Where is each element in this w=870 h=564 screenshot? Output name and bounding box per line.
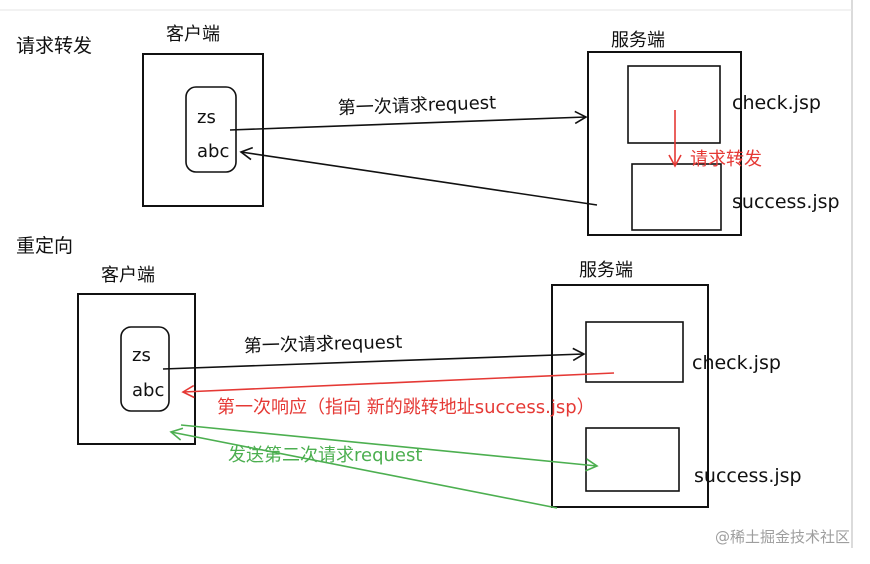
forward-client-title: 客户端 — [166, 24, 220, 45]
forward-client-box — [142, 53, 264, 207]
redirect-client-box — [77, 293, 196, 445]
forward-server-title: 服务端 — [611, 30, 665, 51]
redirect-success-page-label: success.jsp — [694, 465, 802, 487]
forward-internal-label: 请求转发 — [690, 149, 762, 170]
forward-request-arrow — [229, 110, 588, 131]
forward-success-page-label: success.jsp — [732, 191, 840, 213]
redirect-second-request-label: 发送第二次请求request — [228, 445, 422, 466]
redirect-pass-field: abc — [132, 380, 164, 401]
forward-section-label: 请求转发 — [16, 35, 92, 57]
watermark-text: @稀土掘金技术社区 — [715, 528, 850, 546]
forward-request-label: 第一次请求request — [337, 92, 496, 119]
redirect-success-box — [585, 427, 680, 492]
redirect-check-page-label: check.jsp — [692, 352, 781, 374]
redirect-response-label: 第一次响应（指向 新的跳转地址success.jsp） — [217, 397, 595, 418]
redirect-second-request-arrow — [180, 424, 599, 472]
forward-check-box — [627, 65, 721, 144]
redirect-response-arrow — [181, 372, 615, 399]
forward-server-box — [587, 51, 742, 236]
redirect-request-label: 第一次请求request — [244, 332, 403, 357]
redirect-server-box — [551, 284, 709, 508]
forward-response-arrow — [239, 146, 598, 206]
forward-user-field: zs — [197, 107, 216, 128]
forward-check-page-label: check.jsp — [732, 92, 821, 114]
redirect-second-response-arrow — [169, 427, 558, 509]
redirect-server-title: 服务端 — [579, 260, 633, 281]
forward-success-box — [631, 163, 722, 231]
forward-pass-field: abc — [197, 141, 229, 162]
redirect-check-box — [585, 321, 684, 383]
redirect-user-field: zs — [132, 345, 151, 366]
redirect-section-label: 重定向 — [16, 235, 73, 257]
redirect-client-title: 客户端 — [101, 265, 155, 286]
redirect-request-arrow — [162, 347, 586, 370]
